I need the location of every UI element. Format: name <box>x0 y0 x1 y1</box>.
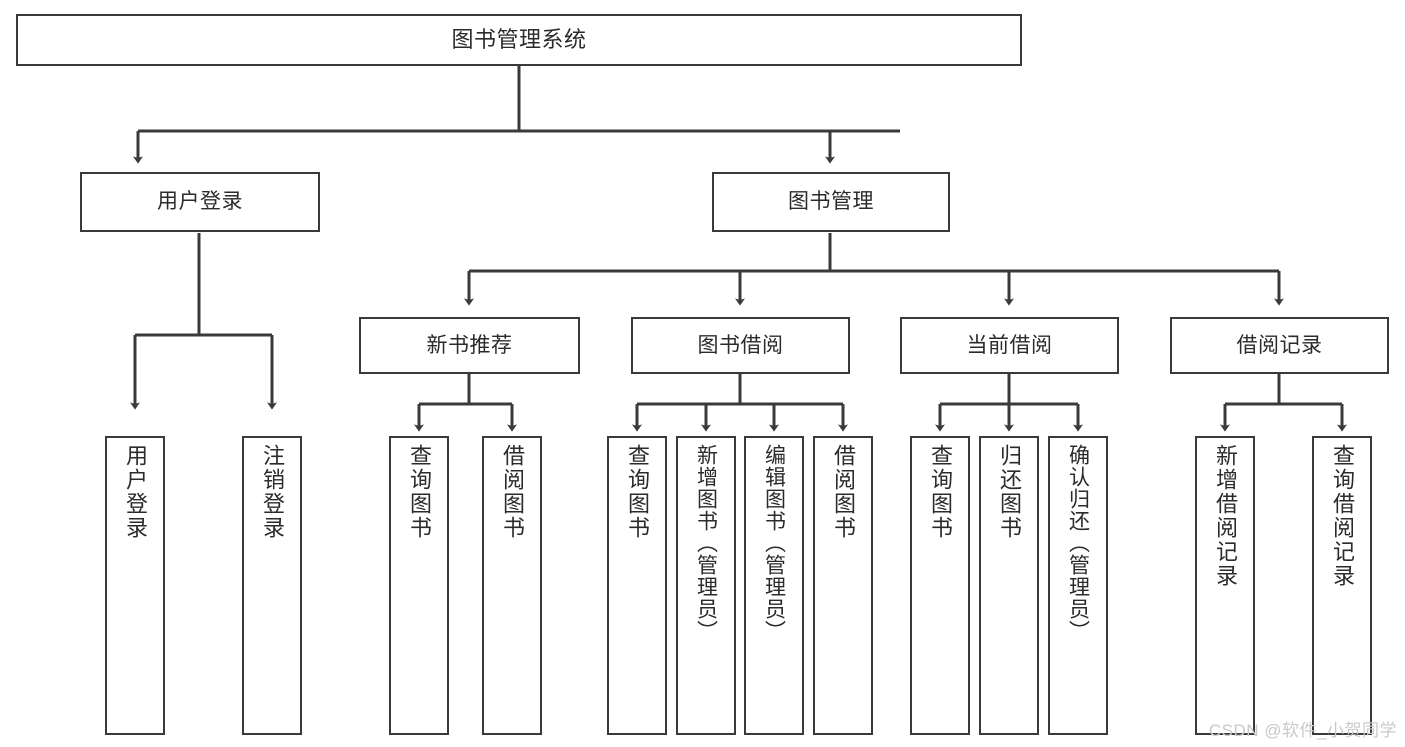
leaf-current-borrow-return[interactable]: 归还图书 <box>979 436 1039 735</box>
node-label: 图书借阅 <box>697 333 784 357</box>
node-label: 归还图书 <box>997 444 1022 540</box>
node-label: 图书管理系统 <box>451 26 587 52</box>
node-label: 新增图书（管理员） <box>694 444 718 642</box>
node-label: 编辑图书（管理员） <box>762 444 786 642</box>
node-label: 图书管理 <box>788 190 874 214</box>
leaf-book-borrow-edit[interactable]: 编辑图书（管理员） <box>744 436 804 735</box>
node-label: 借阅记录 <box>1236 333 1323 357</box>
node-label: 查询借阅记录 <box>1330 444 1355 588</box>
node-root-book-management-system[interactable]: 图书管理系统 <box>16 14 1022 66</box>
leaf-current-borrow-confirm-return[interactable]: 确认归还（管理员） <box>1048 436 1108 735</box>
leaf-current-borrow-query[interactable]: 查询图书 <box>910 436 970 735</box>
node-borrow-record[interactable]: 借阅记录 <box>1170 317 1389 374</box>
leaf-book-borrow-borrow[interactable]: 借阅图书 <box>813 436 873 735</box>
leaf-book-borrow-query[interactable]: 查询图书 <box>607 436 667 735</box>
node-label: 新书推荐 <box>426 333 513 357</box>
node-label: 用户登录 <box>123 444 148 540</box>
leaf-borrow-record-add[interactable]: 新增借阅记录 <box>1195 436 1255 735</box>
node-label: 借阅图书 <box>831 444 856 540</box>
leaf-new-book-borrow[interactable]: 借阅图书 <box>482 436 542 735</box>
node-label: 当前借阅 <box>966 333 1053 357</box>
node-user-login[interactable]: 用户登录 <box>80 172 320 232</box>
node-current-borrow[interactable]: 当前借阅 <box>900 317 1119 374</box>
leaf-borrow-record-query[interactable]: 查询借阅记录 <box>1312 436 1372 735</box>
node-label: 查询图书 <box>928 444 953 540</box>
node-label: 借阅图书 <box>500 444 525 540</box>
leaf-new-book-query[interactable]: 查询图书 <box>389 436 449 735</box>
leaf-user-login-logout[interactable]: 注销登录 <box>242 436 302 735</box>
leaf-user-login-login[interactable]: 用户登录 <box>105 436 165 735</box>
node-book-borrow[interactable]: 图书借阅 <box>631 317 850 374</box>
node-label: 查询图书 <box>625 444 650 540</box>
watermark: CSDN @软件_小贺同学 <box>1208 721 1397 740</box>
node-label: 用户登录 <box>157 190 243 214</box>
node-label: 新增借阅记录 <box>1213 444 1238 588</box>
node-label: 注销登录 <box>260 444 285 540</box>
node-label: 确认归还（管理员） <box>1066 444 1090 642</box>
node-new-book-recommend[interactable]: 新书推荐 <box>359 317 580 374</box>
node-book-management[interactable]: 图书管理 <box>712 172 950 232</box>
leaf-book-borrow-add[interactable]: 新增图书（管理员） <box>676 436 736 735</box>
node-label: 查询图书 <box>407 444 432 540</box>
